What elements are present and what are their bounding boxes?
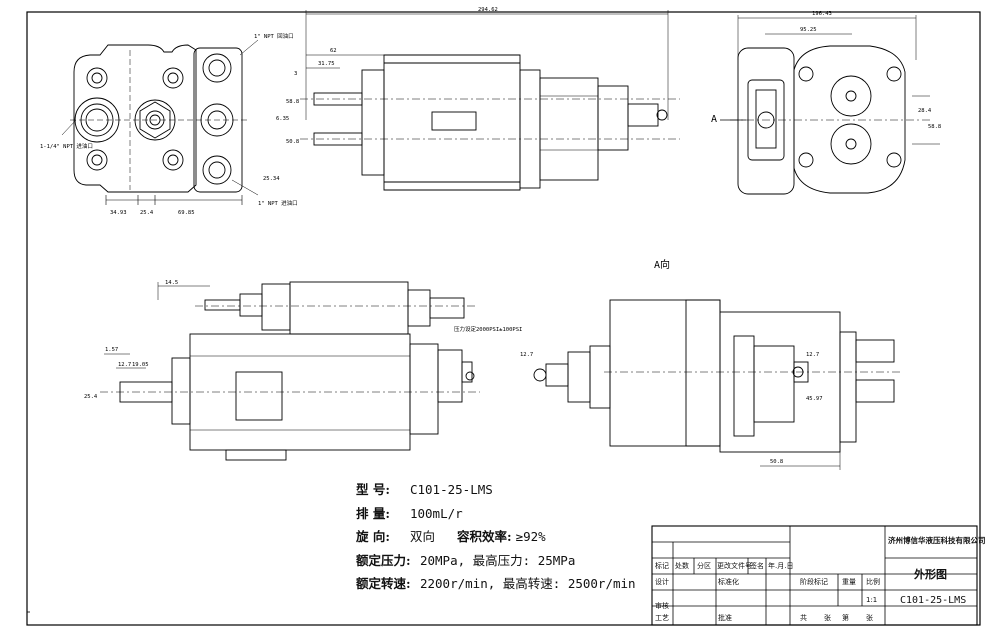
dim-label: 14.5: [165, 280, 178, 286]
port-note-return: 1" NPT 回油口: [254, 32, 294, 40]
spec-label: 额定压力:: [356, 552, 411, 568]
spec-label: 额定转速:: [356, 576, 411, 592]
dim-label: 58.8: [928, 124, 941, 130]
dim-label: 45.97: [806, 396, 823, 402]
tb-drawing-name: 外形图: [914, 568, 947, 581]
dim-label: 34.93: [110, 210, 127, 216]
tb-header: 分区: [697, 562, 711, 570]
dim-label: 25.34: [263, 176, 280, 182]
spec-label: 容积效率:: [456, 529, 512, 545]
dim-label: 25.4: [84, 394, 98, 400]
tb-header: 签名: [750, 562, 764, 570]
tb-scale-label: 比例: [866, 578, 880, 586]
tb-stage-label: 阶段标记: [800, 578, 828, 586]
tb-role: 批准: [718, 614, 732, 622]
spec-label: 型 号:: [356, 482, 390, 497]
tb-sheet-label: 共: [800, 614, 807, 622]
lower-right-view: [533, 299, 900, 470]
lower-right-labels: 12.7 12.7 45.97 50.8: [520, 352, 823, 465]
tb-role: 标准化: [718, 578, 739, 586]
tb-sheet-label: 第: [842, 614, 849, 622]
dim-label: 19.05: [132, 362, 149, 368]
end-view: [720, 15, 940, 195]
side-elevation-view: [300, 10, 680, 191]
dim-label: 25.4: [140, 210, 154, 216]
dim-label: 12.7: [806, 352, 819, 358]
dim-label: 50.8: [286, 139, 299, 145]
dim-label: 294.62: [478, 7, 498, 13]
dim-label: 12.7: [520, 352, 533, 358]
tb-role: 审核: [655, 602, 669, 610]
pressure-note: 压力设定2000PSI±100PSI: [454, 325, 522, 333]
end-view-labels: 196.43 95.25 28.4 58.8 A A向: [654, 11, 941, 271]
tb-weight-label: 重量: [842, 578, 856, 586]
spec-value: 20MPa, 最高压力: 25MPa: [419, 552, 576, 568]
tb-sheet-label: 张: [866, 614, 873, 622]
dim-label: 1.57: [105, 347, 118, 353]
spec-table: 型 号: C101-25-LMS 排 量: 100mL/r 旋 向: 双向 容积…: [356, 478, 656, 596]
dim-label: 58.8: [286, 99, 299, 105]
spec-value: 双向: [409, 529, 435, 545]
lower-left-view: [100, 281, 480, 461]
spec-value: 2200r/min, 最高转速: 2500r/min: [419, 576, 636, 592]
spec-value: ≥92%: [515, 529, 546, 545]
view-a-title: A向: [654, 258, 670, 271]
tb-role: 设计: [655, 578, 669, 586]
view-a-marker: A: [711, 114, 717, 125]
dim-label: 196.43: [812, 11, 832, 17]
title-block: 标记 处数 分区 更改文件号 签名 年.月.日 设计 标准化 审核 工艺 批准 …: [652, 526, 986, 625]
dim-label: 62: [330, 48, 337, 54]
sheet-border: [26, 11, 981, 626]
port-note-inlet-main: 1-1/4" NPT 进油口: [40, 142, 93, 150]
dim-label: 28.4: [918, 108, 932, 114]
tb-header: 更改文件号: [717, 562, 752, 570]
dim-label: 95.25: [800, 27, 817, 33]
spec-speed: 额定转速: 2200r/min, 最高转速: 2500r/min: [356, 572, 656, 596]
port-note-inlet: 1" NPT 进油口: [258, 199, 298, 207]
spec-value: 100mL/r: [409, 505, 463, 521]
dim-label: 69.85: [178, 210, 195, 216]
dim-label: 31.75: [318, 61, 335, 67]
tb-scale-value: 1:1: [866, 596, 878, 604]
spec-pressure: 额定压力: 20MPa, 最高压力: 25MPa: [356, 549, 656, 573]
dim-label: 3: [294, 71, 297, 77]
side-view-labels: 294.62 62 31.75 3 58.8 6.35 50.8 25.34: [263, 7, 498, 182]
front-view-labels: 34.93 25.4 69.85 1" NPT 回油口 1-1/4" NPT 进…: [40, 32, 298, 216]
title-block-grid: [651, 525, 978, 626]
spec-value: C101-25-LMS: [409, 482, 493, 497]
dim-label: 6.35: [276, 116, 289, 122]
spec-label: 旋 向:: [356, 529, 390, 545]
spec-model: 型 号: C101-25-LMS: [356, 478, 656, 502]
tb-drawing-no: C101-25-LMS: [900, 595, 967, 606]
tb-sheet-label: 张: [824, 614, 831, 622]
spec-displacement: 排 量: 100mL/r: [356, 502, 656, 526]
lower-left-labels: 14.5 1.57 12.7 19.05 25.4 压力设定2000PSI±10…: [84, 280, 522, 400]
dim-label: 50.8: [770, 459, 783, 465]
spec-rotation: 旋 向: 双向 容积效率: ≥92%: [356, 525, 656, 549]
tb-header: 处数: [675, 562, 689, 570]
front-port-view: [61, 39, 259, 205]
tb-header: 标记: [655, 562, 669, 570]
tb-company: 济州博信华液压科技有限公司: [888, 536, 986, 545]
tb-role: 工艺: [655, 614, 669, 622]
dim-label: 12.7: [118, 362, 131, 368]
tb-header: 年.月.日: [768, 562, 794, 570]
spec-label: 排 量:: [356, 505, 390, 521]
